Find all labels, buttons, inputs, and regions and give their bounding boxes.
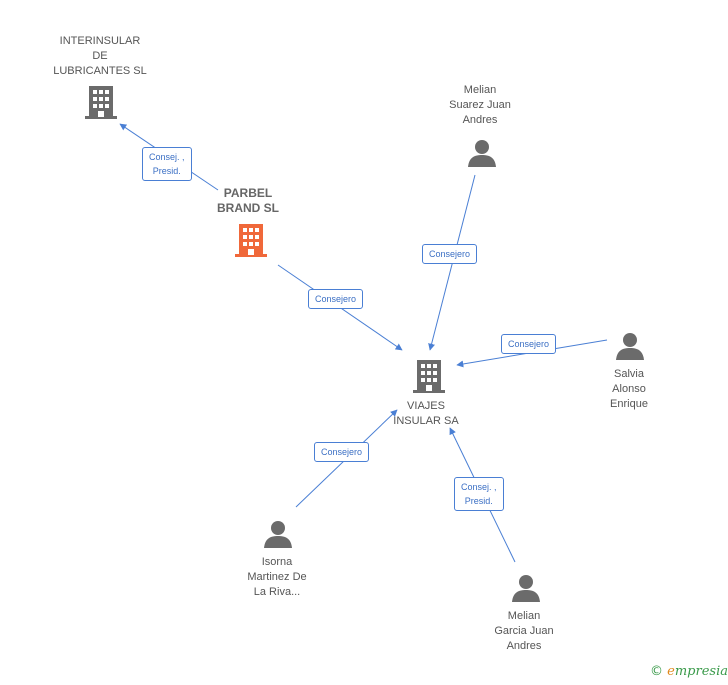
- node-label-interinsular[interactable]: INTERINSULAR DE LUBRICANTES SL: [48, 34, 152, 79]
- node-label-line: DE: [92, 50, 108, 62]
- node-label-line: VIAJES: [407, 400, 445, 412]
- node-label-line: Garcia Juan: [494, 625, 554, 637]
- edge-label-line: Presid.: [464, 496, 493, 506]
- node-label-line: Melian: [463, 84, 497, 96]
- building-icon[interactable]: [85, 84, 117, 120]
- edge-label-line: Consejero: [429, 249, 471, 259]
- edge-label-isorna-viajes[interactable]: Consejero: [314, 442, 370, 462]
- node-label-line: Alonso: [612, 383, 646, 395]
- edge-label-line: Consejero: [315, 294, 357, 304]
- node-label-line: Suarez Juan: [449, 99, 511, 111]
- edge-label-line: Consej. ,: [149, 152, 185, 162]
- edge-label-salvia-viajes[interactable]: Consejero: [501, 334, 557, 354]
- node-label-parbel[interactable]: PARBEL BRAND SL: [205, 186, 291, 216]
- node-label-viajes[interactable]: VIAJES INSULAR SA: [386, 399, 466, 429]
- person-icon[interactable]: [263, 519, 293, 549]
- node-label-line: BRAND SL: [217, 201, 279, 215]
- node-label-line: Enrique: [610, 398, 648, 410]
- building-icon[interactable]: [235, 222, 267, 258]
- node-label-line: Andres: [462, 114, 498, 126]
- node-label-line: Melian: [507, 610, 541, 622]
- brand-credit[interactable]: © empresia: [650, 664, 728, 679]
- edge-label-parbel-viajes[interactable]: Consejero: [308, 289, 364, 309]
- node-label-melian-garcia[interactable]: Melian Garcia Juan Andres: [478, 609, 570, 654]
- brand-name: mpresia: [674, 664, 728, 679]
- edge-label-parbel-interinsular[interactable]: Consej. , Presid.: [142, 147, 192, 181]
- node-label-line: Andres: [506, 640, 542, 652]
- person-icon[interactable]: [467, 138, 497, 168]
- building-icon[interactable]: [413, 358, 445, 394]
- node-label-line: Martinez De: [247, 571, 307, 583]
- node-label-isorna[interactable]: Isorna Martinez De La Riva...: [232, 555, 322, 600]
- edge-label-line: Consejero: [321, 447, 363, 457]
- edge-label-line: Consejero: [508, 339, 550, 349]
- edge-label-line: Consej. ,: [461, 482, 497, 492]
- node-label-line: INTERINSULAR: [59, 35, 141, 47]
- edge-label-line: Presid.: [152, 166, 181, 176]
- person-icon[interactable]: [615, 331, 645, 361]
- brand-initial: e: [667, 664, 675, 679]
- node-label-line: Isorna: [261, 556, 293, 568]
- node-label-melian-suarez[interactable]: Melian Suarez Juan Andres: [435, 83, 525, 128]
- node-label-salvia[interactable]: Salvia Alonso Enrique: [593, 367, 665, 412]
- node-label-line: PARBEL: [223, 186, 273, 200]
- node-label-line: INSULAR SA: [393, 415, 459, 427]
- copyright-symbol: ©: [650, 664, 663, 679]
- node-label-line: LUBRICANTES SL: [53, 65, 147, 77]
- edge-label-melian-garcia-viajes[interactable]: Consej. , Presid.: [454, 477, 504, 511]
- edge-label-melian-suarez-viajes[interactable]: Consejero: [422, 244, 478, 264]
- node-label-line: La Riva...: [253, 586, 301, 598]
- node-label-line: Salvia: [614, 368, 644, 380]
- person-icon[interactable]: [511, 573, 541, 603]
